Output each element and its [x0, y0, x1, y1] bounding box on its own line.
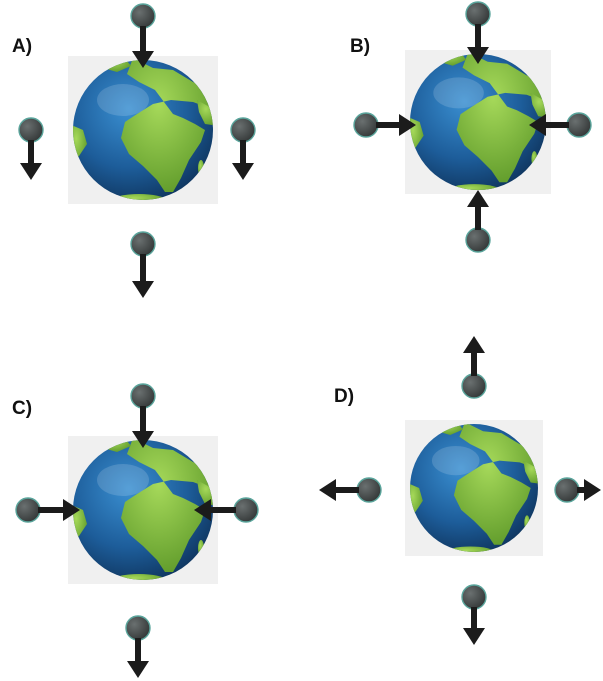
object-ball-icon	[461, 584, 487, 610]
land-eurafrica	[453, 424, 538, 545]
force-arrow-icon	[584, 479, 601, 501]
object-ball-icon	[18, 117, 44, 143]
globe-highlight	[97, 84, 149, 116]
earth-globe-icon	[68, 56, 218, 204]
force-arrow-icon	[132, 51, 154, 68]
force-arrow-icon	[463, 628, 485, 645]
force-arrow-icon	[399, 114, 416, 136]
object-ball-icon	[130, 3, 156, 29]
force-arrow-icon	[467, 47, 489, 64]
panel-c-label: C)	[12, 398, 33, 419]
object-ball-icon	[130, 231, 156, 257]
globe-highlight	[97, 464, 149, 496]
object-ball-icon	[230, 117, 256, 143]
object-ball-icon	[233, 497, 259, 523]
land-arabia	[523, 460, 538, 485]
land-south-cap	[113, 574, 165, 580]
land-south-cap	[113, 194, 165, 200]
land-eurafrica	[456, 54, 546, 183]
object-ball-icon	[465, 1, 491, 27]
earth-globe-icon	[405, 420, 543, 556]
panel-a-label: A)	[12, 36, 33, 57]
object-ball-icon	[566, 112, 592, 138]
force-arrow-icon	[467, 190, 489, 207]
land-arabia	[197, 100, 213, 126]
object-ball-icon	[15, 497, 41, 523]
force-arrow-icon	[63, 499, 80, 521]
force-arrow-icon	[194, 499, 211, 521]
globe-highlight	[431, 445, 480, 476]
land-eurafrica	[121, 440, 213, 572]
force-arrow-icon	[132, 431, 154, 448]
force-arrow-icon	[529, 114, 546, 136]
force-arrow-icon	[232, 163, 254, 180]
earth-globe-icon	[68, 436, 218, 584]
force-arrow-icon	[132, 281, 154, 298]
object-ball-icon	[130, 383, 156, 409]
object-ball-icon	[356, 477, 382, 503]
force-arrow-icon	[319, 479, 336, 501]
force-arrow-icon	[20, 163, 42, 180]
object-ball-icon	[125, 615, 151, 641]
force-arrow-icon	[127, 661, 149, 678]
object-ball-icon	[465, 227, 491, 253]
globe-highlight	[433, 77, 484, 109]
panel-d-label: D)	[334, 386, 355, 407]
land-south-cap	[448, 184, 500, 190]
earth-globe-icon	[405, 50, 551, 194]
land-arabia	[197, 480, 213, 506]
land-arabia	[530, 92, 546, 119]
object-ball-icon	[461, 373, 487, 399]
land-eurafrica	[121, 60, 213, 192]
force-arrow-icon	[463, 336, 485, 353]
object-ball-icon	[554, 477, 580, 503]
object-ball-icon	[353, 112, 379, 138]
panel-b-label: B)	[350, 36, 371, 57]
